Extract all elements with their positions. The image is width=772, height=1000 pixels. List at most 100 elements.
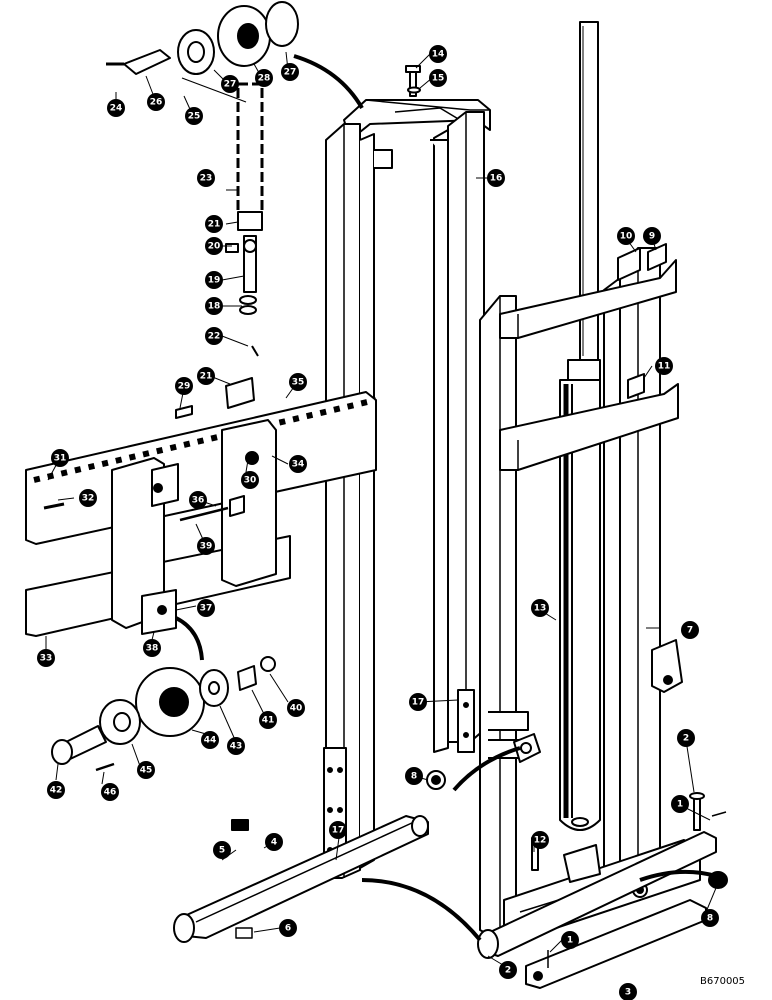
callout-circle	[281, 63, 299, 81]
callout-number: 24	[110, 104, 123, 114]
callout-circle	[287, 699, 305, 717]
callout-circle	[409, 693, 427, 711]
callout-number: 40	[290, 704, 303, 714]
callout-number: 2	[505, 966, 511, 976]
callout-number: 7	[687, 626, 693, 636]
callout-21: 21	[205, 215, 223, 233]
callout-44: 44	[201, 731, 219, 749]
callout-39: 39	[197, 537, 215, 555]
callout-29: 29	[175, 377, 193, 395]
callout-number: 37	[200, 604, 213, 614]
callout-number: 21	[208, 220, 221, 230]
callout-circle	[101, 783, 119, 801]
tilt-shaft	[173, 815, 429, 943]
callout-circle	[617, 227, 635, 245]
callout-21: 21	[197, 367, 215, 385]
callout-11: 11	[655, 357, 673, 375]
callout-number: 18	[208, 302, 221, 312]
pivot-assembly	[426, 770, 728, 989]
callout-circle	[37, 649, 55, 667]
callout-circle	[561, 931, 579, 949]
callout-34: 34	[289, 455, 307, 473]
callout-number: 25	[188, 112, 201, 122]
callout-circle	[405, 767, 423, 785]
callout-24: 24	[107, 99, 125, 117]
callout-3: 3	[619, 983, 637, 1000]
callout-circle	[499, 961, 517, 979]
callout-circle	[227, 737, 245, 755]
callout-36: 36	[189, 491, 207, 509]
callout-number: 15	[432, 74, 445, 84]
callout-number: 43	[230, 742, 243, 752]
callout-circle	[205, 271, 223, 289]
callout-number: 34	[292, 460, 305, 470]
callout-circle	[197, 599, 215, 617]
callout-circle	[205, 297, 223, 315]
callout-number: 16	[490, 174, 503, 184]
callout-number: 19	[208, 276, 221, 286]
callout-35: 35	[289, 373, 307, 391]
callout-circle	[259, 711, 277, 729]
callout-circle	[201, 731, 219, 749]
callout-circle	[79, 489, 97, 507]
callout-number: 28	[258, 74, 271, 84]
callout-13: 13	[531, 599, 549, 617]
callout-circle	[107, 99, 125, 117]
callout-number: 13	[534, 604, 547, 614]
chain-sheave	[177, 1, 364, 110]
callout-circle	[175, 377, 193, 395]
fork-carriage	[25, 377, 377, 637]
callout-circle	[205, 327, 223, 345]
callout-circle	[289, 373, 307, 391]
outer-mast	[323, 65, 491, 879]
callout-number: 33	[40, 654, 53, 664]
callout-number: 42	[50, 786, 63, 796]
callout-number: 35	[292, 378, 305, 388]
callout-number: 4	[271, 838, 277, 848]
callout-circle	[429, 69, 447, 87]
callout-23: 23	[197, 169, 215, 187]
callout-circle	[681, 621, 699, 639]
callout-number: 29	[178, 382, 191, 392]
callout-circle	[643, 227, 661, 245]
callout-number: 17	[332, 826, 345, 836]
callout-43: 43	[227, 737, 245, 755]
callout-number: 30	[244, 476, 257, 486]
callout-1: 1	[561, 931, 579, 949]
lift-chain	[106, 49, 264, 357]
callout-number: 1	[677, 800, 683, 810]
callout-circle	[531, 831, 549, 849]
callout-15: 15	[429, 69, 447, 87]
callout-number: 36	[192, 496, 205, 506]
callout-14: 14	[429, 45, 447, 63]
callout-46: 46	[101, 783, 119, 801]
callout-27: 27	[221, 75, 239, 93]
callout-circle	[221, 75, 239, 93]
callout-circle	[205, 237, 223, 255]
callout-number: 10	[620, 232, 633, 242]
callout-circle	[329, 821, 347, 839]
callout-22: 22	[205, 327, 223, 345]
callout-27: 27	[281, 63, 299, 81]
callout-8: 8	[701, 909, 719, 927]
callout-number: 3	[625, 988, 631, 998]
callout-circle	[189, 491, 207, 509]
callout-number: 21	[200, 372, 213, 382]
callout-17: 17	[409, 693, 427, 711]
callout-26: 26	[147, 93, 165, 111]
callout-25: 25	[185, 107, 203, 125]
callout-1: 1	[671, 795, 689, 813]
callout-number: 46	[104, 788, 117, 798]
callout-circle	[677, 729, 695, 747]
callout-number: 32	[82, 494, 95, 504]
callout-number: 6	[285, 924, 291, 934]
callout-number: 1	[567, 936, 573, 946]
callout-6: 6	[279, 919, 297, 937]
callout-circle	[655, 357, 673, 375]
callout-number: 41	[262, 716, 275, 726]
callout-circle	[701, 909, 719, 927]
callout-circle	[671, 795, 689, 813]
callout-38: 38	[143, 639, 161, 657]
callout-28: 28	[255, 69, 273, 87]
